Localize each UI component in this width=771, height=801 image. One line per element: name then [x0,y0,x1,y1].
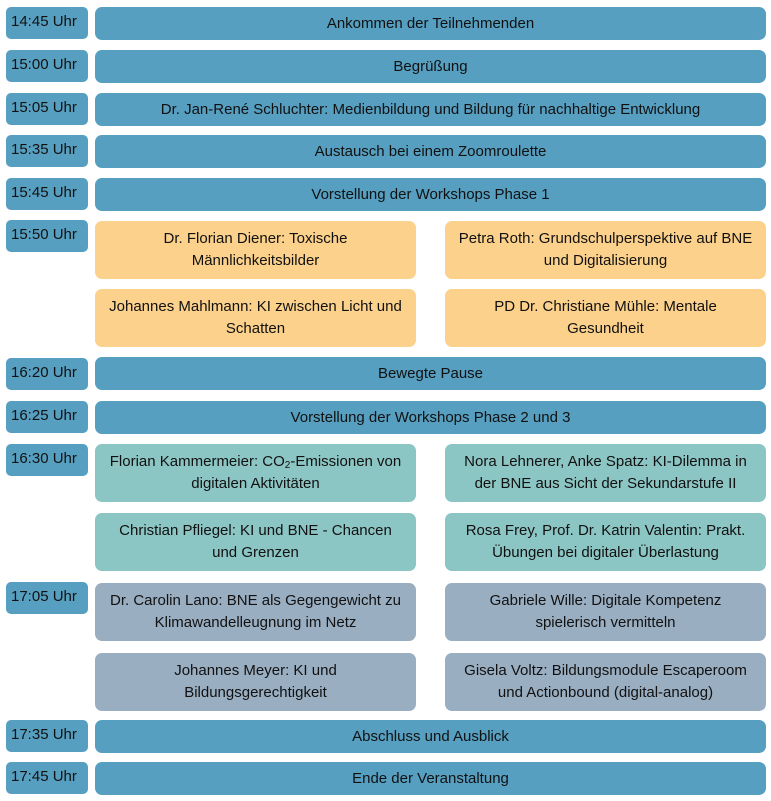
workshop-card: Petra Roth: Grundschulperspektive auf BN… [445,221,766,279]
time-label: 15:35 Uhr [6,135,88,167]
workshop-title-rest: -Emissionen von digitalen Aktivitäten [191,453,402,492]
time-label: 16:20 Uhr [6,358,88,390]
time-label: 16:30 Uhr [6,444,88,476]
time-label: 15:05 Uhr [6,93,88,125]
time-label: 17:05 Uhr [6,582,88,614]
workshop-card: Christian Pfliegel: KI und BNE - Chancen… [95,513,416,571]
workshop-card: Johannes Meyer: KI und Bildungsgerechtig… [95,653,416,711]
agenda-item: Vorstellung der Workshops Phase 1 [95,178,766,211]
time-label: 15:50 Uhr [6,220,88,252]
agenda-item: Dr. Jan-René Schluchter: Medienbildung u… [95,93,766,126]
workshop-card: Nora Lehnerer, Anke Spatz: KI-Dilemma in… [445,444,766,502]
agenda-item: Vorstellung der Workshops Phase 2 und 3 [95,401,766,434]
time-label: 15:00 Uhr [6,50,88,82]
workshop-card: Florian Kammermeier: CO2-Emissionen von … [95,444,416,502]
time-label: 16:25 Uhr [6,401,88,433]
workshop-card: Rosa Frey, Prof. Dr. Katrin Valentin: Pr… [445,513,766,571]
agenda-item: Ankommen der Teilnehmenden [95,7,766,40]
agenda-item: Begrüßung [95,50,766,83]
subscript: 2 [284,460,291,471]
time-label: 17:45 Uhr [6,762,88,794]
workshop-card: Johannes Mahlmann: KI zwischen Licht und… [95,289,416,347]
agenda-item: Bewegte Pause [95,357,766,390]
workshop-card: Dr. Florian Diener: Toxische Männlichkei… [95,221,416,279]
time-label: 14:45 Uhr [6,7,88,39]
workshop-card: Gabriele Wille: Digitale Kompetenz spiel… [445,583,766,641]
workshop-title: Florian Kammermeier: CO [109,453,285,470]
agenda-item: Ende der Veranstaltung [95,762,766,795]
time-label: 17:35 Uhr [6,720,88,752]
workshop-card: Gisela Voltz: Bildungsmodule Escaperoom … [445,653,766,711]
agenda-item: Abschluss und Ausblick [95,720,766,753]
workshop-card: PD Dr. Christiane Mühle: Mentale Gesundh… [445,289,766,347]
time-label: 15:45 Uhr [6,178,88,210]
workshop-card: Dr. Carolin Lano: BNE als Gegengewicht z… [95,583,416,641]
agenda-item: Austausch bei einem Zoomroulette [95,135,766,168]
